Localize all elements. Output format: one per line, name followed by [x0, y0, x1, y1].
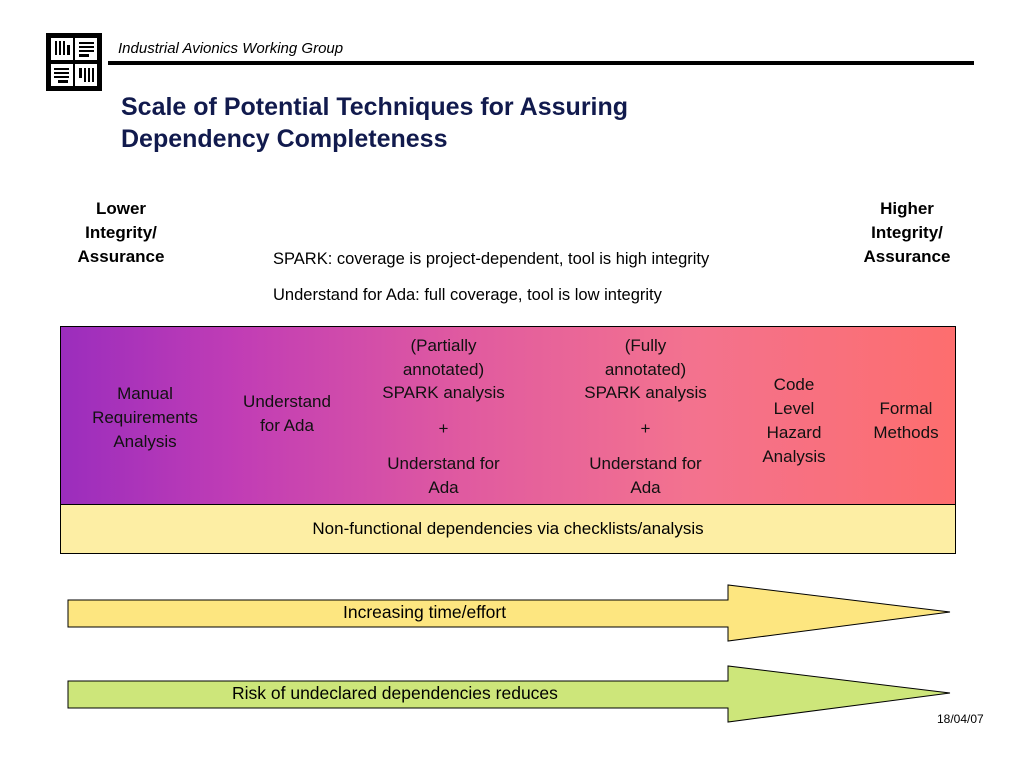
technique-line: Formal [879, 399, 933, 418]
higher-label-line: Higher [880, 199, 934, 218]
title-line-1: Scale of Potential Techniques for Assuri… [121, 93, 629, 121]
technique-line: Understand for [387, 454, 500, 473]
technique-line: annotated) [604, 359, 687, 379]
higher-label-line: Integrity/ [871, 223, 943, 242]
header-rule [108, 61, 974, 65]
lower-integrity-label: Lower Integrity/ Assurance [56, 197, 186, 269]
technique-scale-band: Manual Requirements Analysis Understand … [60, 326, 956, 506]
technique-line: Analysis [113, 432, 177, 451]
technique-line: Methods [873, 423, 939, 442]
technique-line: + [438, 418, 449, 438]
technique-line: SPARK analysis [382, 383, 505, 402]
technique-line: (Partially [410, 336, 477, 355]
technique-manual-requirements: Manual Requirements Analysis [67, 382, 223, 454]
title-line-2: Dependency Completeness [121, 125, 448, 153]
time-effort-arrow [67, 584, 951, 642]
technique-line: + [640, 418, 651, 438]
risk-reduction-label: Risk of undeclared dependencies reduces [232, 683, 558, 703]
spark-note: SPARK: coverage is project-dependent, to… [273, 250, 710, 268]
technique-formal-methods: Formal Methods [857, 397, 955, 445]
technique-line: Hazard [766, 423, 822, 442]
slide-title: Scale of Potential Techniques for Assuri… [121, 91, 841, 155]
risk-reduction-arrow [67, 665, 951, 723]
non-functional-row: Non-functional dependencies via checklis… [60, 504, 956, 554]
technique-line: Manual [117, 384, 173, 403]
technique-line: Ada [428, 477, 459, 497]
higher-label-line: Assurance [863, 247, 951, 266]
technique-line: Level [773, 399, 815, 418]
technique-line: Requirements [92, 408, 198, 427]
technique-line: (Fully [624, 336, 667, 355]
technique-line: Code [773, 375, 815, 394]
technique-line: SPARK analysis [584, 383, 707, 402]
understand-note: Understand for Ada: full coverage, tool … [273, 286, 662, 304]
technique-full-spark: (Fully annotated) SPARK analysis + Under… [558, 334, 733, 499]
technique-code-level-hazard: Code Level Hazard Analysis [743, 373, 845, 469]
technique-line: Understand for [589, 454, 702, 473]
iawg-logo [46, 33, 102, 91]
slide-date: 18/04/07 [937, 712, 984, 726]
technique-line: Understand [243, 392, 331, 411]
time-effort-label: Increasing time/effort [343, 602, 507, 622]
technique-line: Ada [630, 477, 661, 497]
higher-integrity-label: Higher Integrity/ Assurance [842, 197, 972, 269]
organization-name: Industrial Avionics Working Group [118, 40, 344, 57]
lower-label-line: Lower [95, 199, 147, 218]
lower-label-line: Integrity/ [85, 223, 157, 242]
non-functional-label: Non-functional dependencies via checklis… [312, 519, 704, 538]
technique-partial-spark: (Partially annotated) SPARK analysis + U… [356, 334, 531, 499]
lower-label-line: Assurance [77, 247, 165, 266]
technique-line: annotated) [402, 359, 485, 379]
technique-line: Analysis [762, 447, 826, 466]
technique-understand-for-ada: Understand for Ada [227, 390, 347, 438]
technique-line: for Ada [260, 416, 314, 435]
